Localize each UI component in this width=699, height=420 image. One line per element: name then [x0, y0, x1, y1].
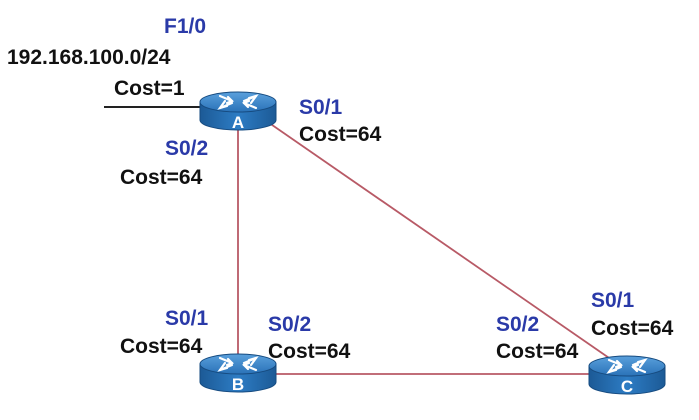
- router-a-s01-interface: S0/1: [299, 96, 343, 119]
- router-c-s02-interface: S0/2: [496, 313, 540, 336]
- router-c-s01-interface: S0/1: [591, 289, 635, 312]
- router-b[interactable]: B: [199, 353, 277, 394]
- router-c-s01-cost: Cost=64: [591, 317, 674, 340]
- router-a-s01-cost: Cost=64: [299, 123, 382, 146]
- router-arrows-icon: [217, 94, 259, 110]
- router-a-s02-interface: S0/2: [165, 137, 209, 160]
- router-b-s02-interface: S0/2: [268, 313, 312, 336]
- router-c[interactable]: C: [588, 355, 666, 396]
- router-a-s02-cost: Cost=64: [120, 166, 203, 189]
- router-c-label: C: [621, 377, 633, 396]
- router-a-f10-interface: F1/0: [164, 15, 207, 38]
- lan-network-address: 192.168.100.0/24: [7, 46, 171, 69]
- router-b-label: B: [232, 375, 244, 394]
- router-arrows-icon: [606, 358, 648, 374]
- router-c-s02-cost: Cost=64: [496, 340, 579, 363]
- router-b-s01-interface: S0/1: [165, 307, 209, 330]
- link-a-c: [261, 117, 613, 361]
- router-b-s01-cost: Cost=64: [120, 335, 203, 358]
- router-b-s02-cost: Cost=64: [268, 340, 351, 363]
- router-a-f10-cost: Cost=1: [114, 77, 185, 100]
- router-arrows-icon: [217, 356, 259, 372]
- router-a[interactable]: A: [199, 91, 277, 132]
- router-a-label: A: [232, 113, 244, 132]
